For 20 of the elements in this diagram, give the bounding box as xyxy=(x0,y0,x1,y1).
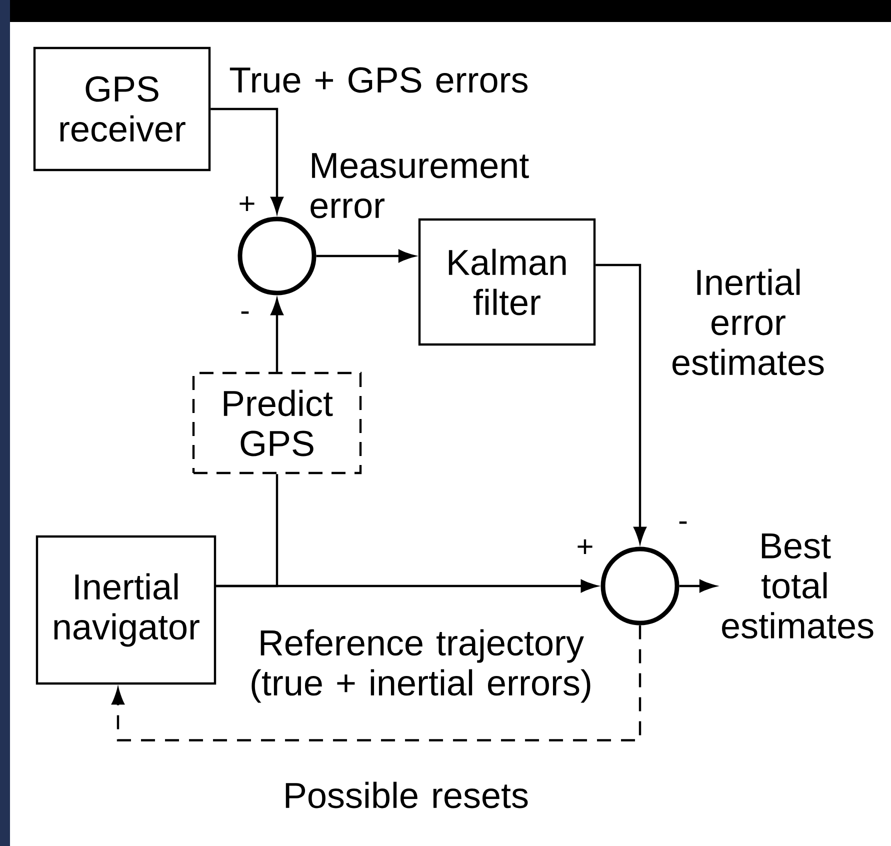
arrow xyxy=(112,625,642,742)
summing-circle xyxy=(238,216,316,296)
dashed-box: Predict GPS xyxy=(192,372,362,474)
edge-label: Measurement error xyxy=(310,153,529,218)
edge-label: Possible resets xyxy=(286,782,528,808)
arrow xyxy=(596,264,646,544)
text-label: Best total estimates xyxy=(722,533,874,639)
summing-circle xyxy=(600,546,680,626)
process-box: Kalman filter xyxy=(418,218,596,346)
arrow xyxy=(210,108,284,214)
process-box: Inertial navigator xyxy=(36,535,216,685)
sign-label: - xyxy=(679,521,687,524)
sign-label: + xyxy=(578,539,592,554)
sign-label: + xyxy=(240,196,254,212)
edge-label: Inertial error estimates xyxy=(672,268,824,376)
edge-label: True + GPS errors xyxy=(230,67,528,93)
connector-line xyxy=(216,474,278,588)
edge-label: Reference trajectory (true + inertial errors) xyxy=(252,629,590,703)
sign-label: - xyxy=(241,311,249,314)
process-box: GPS receiver xyxy=(33,46,211,172)
